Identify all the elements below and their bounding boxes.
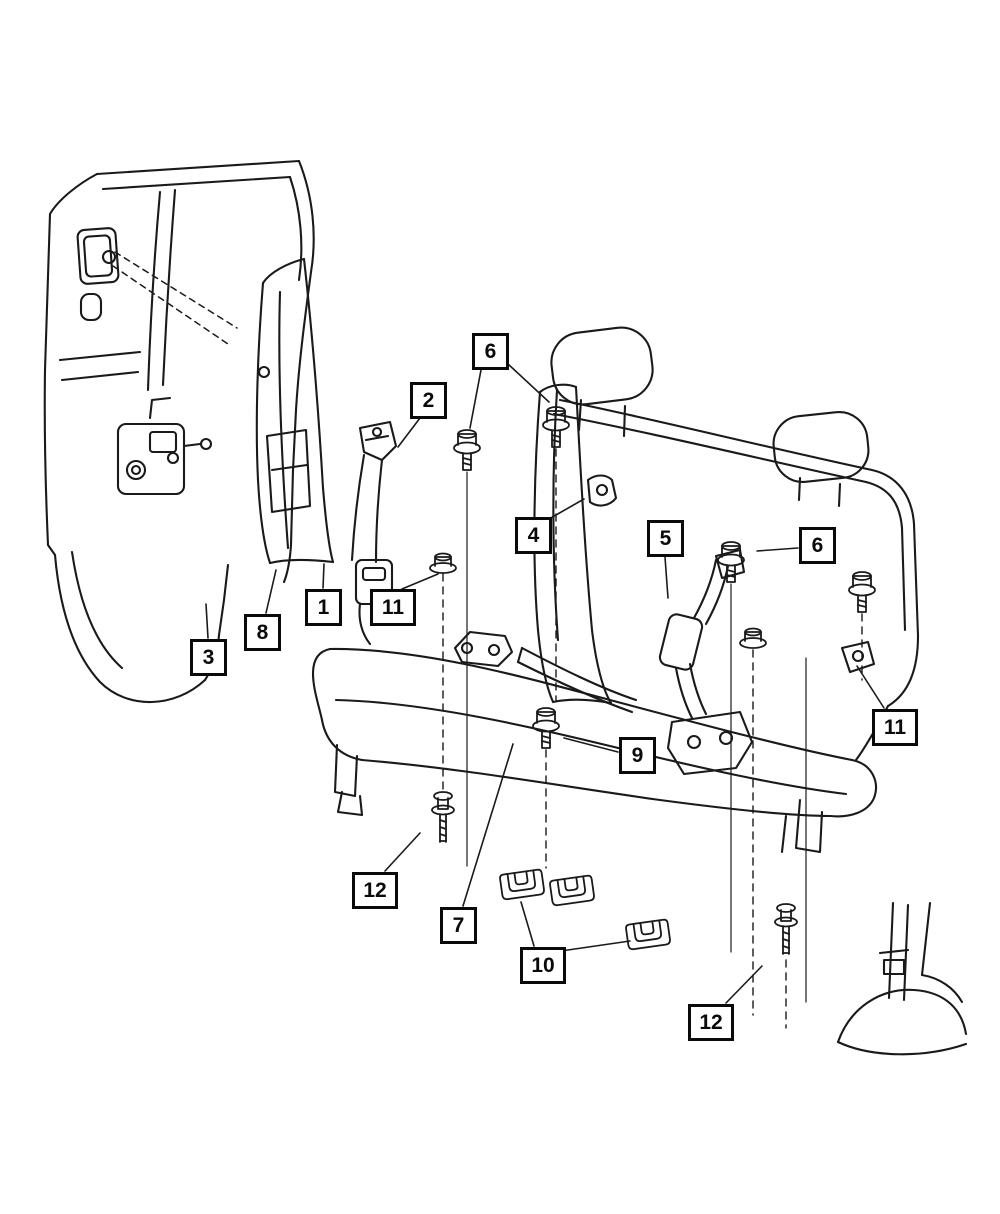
flange-nut [739, 627, 767, 649]
stud-fastener [431, 791, 455, 843]
headrest-right [772, 410, 870, 508]
callout-6-top[interactable]: 6 [472, 333, 509, 370]
right-body-panel [836, 901, 968, 1056]
alignment-dash-lines [442, 448, 863, 1029]
callout-11-left[interactable]: 11 [370, 589, 416, 626]
bench-seat-cushion [312, 647, 877, 854]
retainer-clip [498, 868, 546, 901]
flange-nut [429, 552, 457, 574]
callout-3[interactable]: 3 [190, 639, 227, 676]
anchor-bracket-4 [586, 474, 618, 507]
callout-4[interactable]: 4 [515, 517, 552, 554]
callout-9[interactable]: 9 [619, 737, 656, 774]
callout-6-right[interactable]: 6 [799, 527, 836, 564]
seat-back [552, 398, 920, 762]
center-belt-webbing [516, 646, 638, 714]
hex-bolt [848, 571, 876, 613]
anchor-bracket-left [453, 630, 514, 668]
buckle-anchor-plate [666, 710, 754, 776]
callout-12-left[interactable]: 12 [352, 872, 398, 909]
callout-12-right[interactable]: 12 [688, 1004, 734, 1041]
belt-retractor [116, 396, 213, 496]
retainer-clip [624, 918, 672, 951]
fasteners [429, 406, 876, 955]
left-body-panel [43, 159, 315, 704]
callout-10[interactable]: 10 [520, 947, 566, 984]
alignment-solid-lines [466, 471, 807, 1003]
leader-lines [205, 363, 885, 1004]
hex-bolt [453, 429, 481, 471]
callout-8[interactable]: 8 [244, 614, 281, 651]
pillar-trim-panel [255, 257, 335, 565]
mounting-dash-lines [112, 251, 238, 345]
retainer-clips [498, 868, 672, 951]
callout-11-right[interactable]: 11 [872, 709, 918, 746]
anchor-bracket-right [840, 640, 876, 674]
stud-fastener [774, 903, 798, 955]
callout-5[interactable]: 5 [647, 520, 684, 557]
headrest-left [550, 326, 654, 438]
retainer-clip [548, 874, 596, 907]
callout-1[interactable]: 1 [305, 589, 342, 626]
center-belt-assembly [658, 548, 754, 776]
callout-2[interactable]: 2 [410, 382, 447, 419]
callout-7[interactable]: 7 [440, 907, 477, 944]
